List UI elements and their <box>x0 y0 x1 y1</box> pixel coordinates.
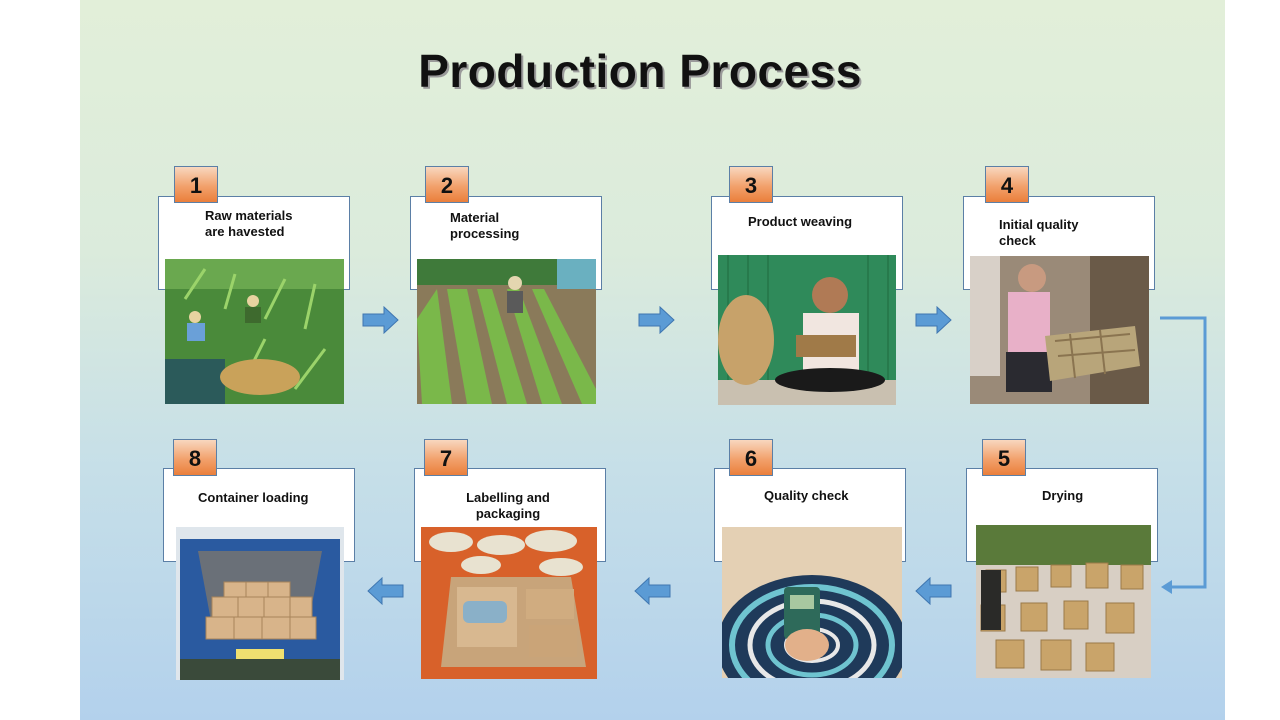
arrow-right-1 <box>362 306 399 334</box>
step-number-1: 1 <box>174 166 218 203</box>
step-photo-3 <box>718 255 896 405</box>
arrow-right-2 <box>638 306 675 334</box>
step-photo-5 <box>976 525 1151 678</box>
step-label-6: Quality check <box>764 488 849 504</box>
arrow-left-1 <box>915 577 952 605</box>
step-number-5: 5 <box>982 439 1026 476</box>
step-photo-1 <box>165 259 344 404</box>
step-label-7: Labelling and packaging <box>463 490 553 522</box>
step-photo-6 <box>722 527 902 678</box>
arrow-left-2 <box>634 577 671 605</box>
step-photo-4 <box>970 256 1149 404</box>
step-photo-2 <box>417 259 596 404</box>
step-label-1: Raw materials are havested <box>205 208 292 240</box>
step-label-3: Product weaving <box>748 214 852 230</box>
step-label-4: Initial quality check <box>999 217 1078 249</box>
page-title: Production Process <box>0 44 1280 98</box>
step-number-8: 8 <box>173 439 217 476</box>
step-number-4: 4 <box>985 166 1029 203</box>
step-number-2: 2 <box>425 166 469 203</box>
step-photo-8 <box>176 527 344 680</box>
connector-elbow-arrow <box>1155 312 1215 597</box>
step-number-3: 3 <box>729 166 773 203</box>
step-label-8: Container loading <box>198 490 309 506</box>
step-label-5: Drying <box>1042 488 1083 504</box>
step-number-6: 6 <box>729 439 773 476</box>
step-label-2: Material processing <box>450 210 519 242</box>
step-number-7: 7 <box>424 439 468 476</box>
arrow-right-3 <box>915 306 952 334</box>
step-photo-7 <box>421 527 597 679</box>
arrow-left-3 <box>367 577 404 605</box>
